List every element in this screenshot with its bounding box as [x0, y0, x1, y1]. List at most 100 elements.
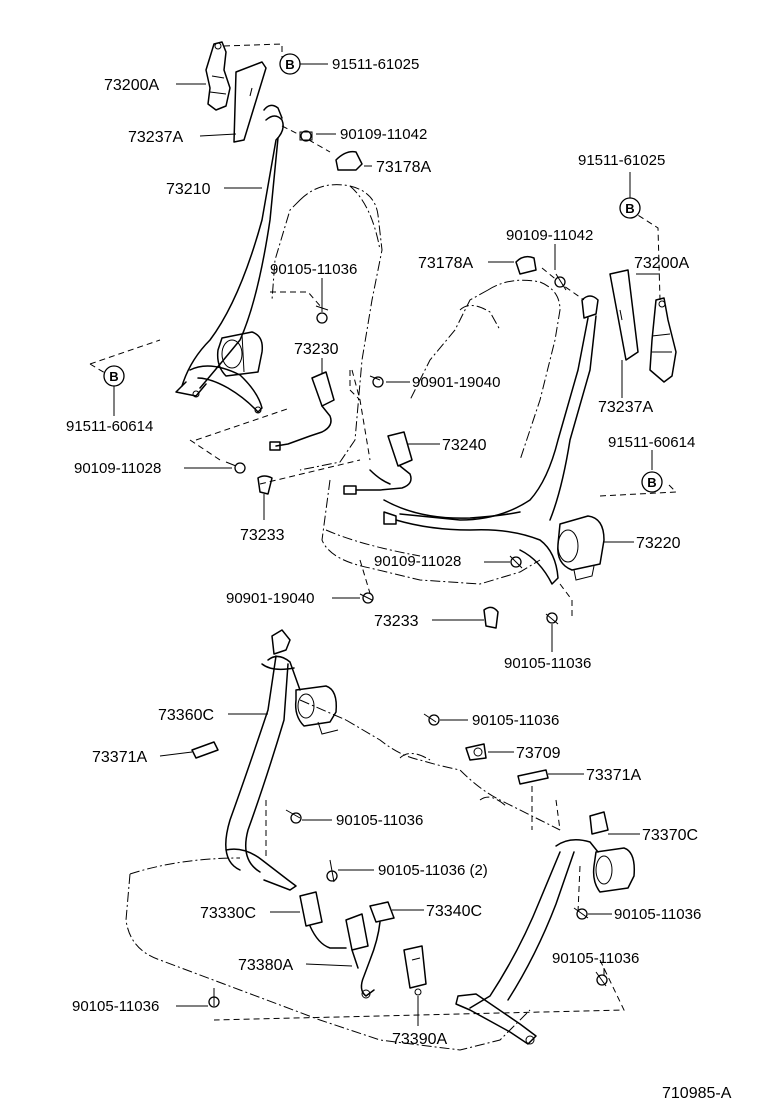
belt-73370c	[455, 811, 609, 1045]
buckle-73240	[343, 431, 413, 495]
label-90105-11036-2: 90105-11036 (2)	[378, 862, 488, 879]
buckle-73380a	[345, 913, 369, 969]
cover-73233-left	[257, 475, 273, 495]
label-73233-right: 73233	[374, 613, 419, 630]
label-73233-left: 73233	[240, 527, 285, 544]
bolt-90109-11042-top	[299, 130, 313, 142]
label-90109-11028-left: 90109-11028	[74, 460, 161, 477]
label-73178a-right: 73178A	[418, 255, 473, 272]
dash-b-left	[89, 339, 161, 377]
label-73230: 73230	[294, 341, 339, 358]
label-73220: 73220	[636, 535, 681, 552]
bolt-90105-11036-e	[573, 907, 589, 920]
dash-rear-mid	[265, 786, 561, 860]
label-90109-11042-right: 90109-11042	[506, 227, 593, 244]
clip-73709	[465, 743, 487, 761]
svg-text:B: B	[285, 57, 294, 72]
belt-73360c	[225, 629, 301, 891]
cover-73233-right	[483, 606, 499, 629]
bracket-73371a-left	[191, 741, 219, 759]
buckle-73330c	[299, 891, 347, 949]
bolt-90105-11036-b	[545, 612, 559, 625]
retractor-73210	[216, 331, 264, 377]
circle-marker-b-left: B	[103, 365, 125, 387]
dash-73233-left	[189, 407, 361, 485]
dash-to-bolt-a	[270, 291, 323, 309]
retractor-73220	[557, 515, 605, 581]
circle-marker-b-right-top: B	[619, 197, 641, 219]
label-90109-11042-top: 90109-11042	[340, 126, 427, 143]
cover-73178a-top	[335, 150, 363, 171]
svg-text:B: B	[647, 475, 656, 490]
bolt-90105-11036-2	[326, 859, 338, 883]
label-73380a: 73380A	[238, 957, 293, 974]
label-90901-19040-a: 90901-19040	[412, 374, 500, 391]
cover-73178a-right	[515, 255, 537, 275]
bolt-90109-11028-left	[225, 461, 246, 474]
label-73370c: 73370C	[642, 827, 698, 844]
label-90105-11036-b: 90105-11036	[504, 655, 591, 672]
label-90105-11036-a: 90105-11036	[270, 261, 357, 278]
svg-text:B: B	[109, 369, 118, 384]
label-91511-60614-left: 91511-60614	[66, 418, 153, 435]
label-73390a: 73390A	[392, 1031, 447, 1048]
label-73371a-right: 73371A	[586, 767, 641, 784]
belt-73210	[175, 104, 284, 414]
diagram-id: 710985-A	[662, 1085, 732, 1102]
front-right-seat-outline	[321, 279, 561, 585]
label-73330c: 73330C	[200, 905, 256, 922]
anchor-cover-73237a-top	[233, 61, 267, 143]
label-73709: 73709	[516, 745, 561, 762]
buckle-73390a	[403, 945, 427, 996]
dash-rear-right	[213, 865, 625, 1021]
circle-marker-b-top: B	[279, 53, 301, 75]
anchor-cover-73237a-right	[609, 269, 639, 361]
belt-73220	[383, 295, 599, 585]
buckle-73230	[269, 370, 361, 451]
dash-73200a-to-b	[223, 43, 283, 62]
label-73237a-top: 73237A	[128, 129, 183, 146]
bolt-90901-19040-b	[359, 592, 374, 604]
bolt-90105-11036-g	[208, 988, 220, 1008]
label-73371a-left: 73371A	[92, 749, 147, 766]
retractor-73360c	[294, 685, 339, 735]
label-90105-11036-c: 90105-11036	[472, 712, 559, 729]
label-90105-11036-e: 90105-11036	[614, 906, 701, 923]
buckle-73340c	[360, 901, 395, 999]
label-73178a-top: 73178A	[376, 159, 431, 176]
retractor-73370c	[592, 847, 636, 893]
bolt-90901-19040-a	[369, 375, 384, 388]
label-91511-60614-right: 91511-60614	[608, 434, 695, 451]
dash-right-anchor	[541, 267, 585, 301]
label-91511-61025-right: 91511-61025	[578, 152, 665, 169]
label-73240: 73240	[442, 437, 487, 454]
leader-lines	[113, 63, 660, 1026]
label-73200a-right: 73200A	[634, 255, 689, 272]
bolt-90105-11036-d	[285, 809, 302, 824]
adjuster-73200a-right	[649, 297, 677, 383]
label-90109-11028-right: 90109-11028	[374, 553, 461, 570]
dash-right-lower	[559, 483, 678, 616]
bolt-90105-11036-f	[595, 971, 608, 987]
label-90105-11036-d: 90105-11036	[336, 812, 423, 829]
bolt-90109-11028-right	[509, 555, 523, 569]
bolt-90105-11036-c	[423, 713, 440, 726]
label-73237a-right: 73237A	[598, 399, 653, 416]
dash-90901-b	[351, 369, 373, 601]
label-73200a-top: 73200A	[104, 77, 159, 94]
label-73210: 73210	[166, 181, 211, 198]
adjuster-73200a-top	[205, 41, 231, 111]
front-left-seat-outline	[271, 184, 383, 471]
bolt-90109-11042-right	[554, 273, 567, 291]
label-90901-19040-b: 90901-19040	[226, 590, 314, 607]
label-73340c: 73340C	[426, 903, 482, 920]
part-labels: 73200A 91511-61025 73237A 90109-11042 73…	[66, 56, 701, 1048]
bracket-73371a-right	[517, 769, 549, 785]
label-91511-61025-top: 91511-61025	[332, 56, 419, 73]
dash-73200a-right-to-b	[629, 209, 661, 301]
rear-seat-outline	[125, 699, 561, 1051]
label-90105-11036-f: 90105-11036	[552, 950, 639, 967]
label-73360c: 73360C	[158, 707, 214, 724]
